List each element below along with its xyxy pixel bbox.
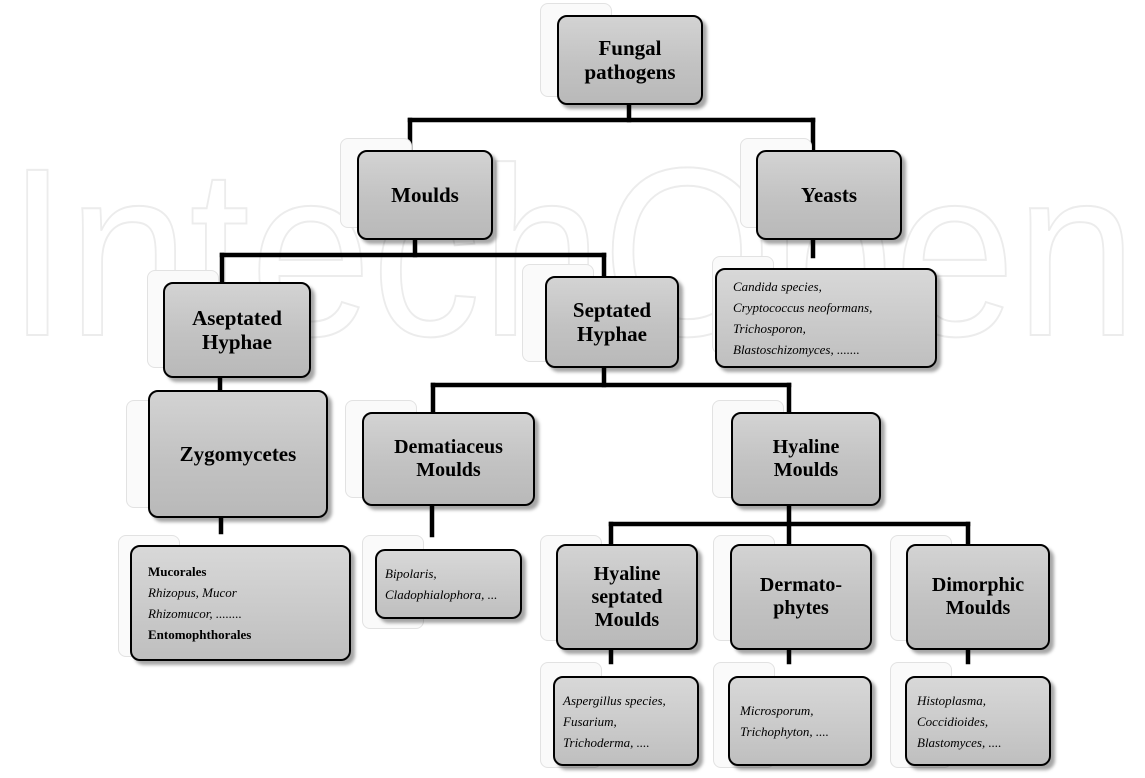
node-zygomycetes: Zygomycetes — [148, 390, 328, 518]
node-moulds: Moulds — [357, 150, 493, 240]
node-dimorphic-species: Histoplasma, Coccidioides, Blastomyces, … — [905, 676, 1051, 766]
species-line: Coccidioides, — [917, 713, 989, 729]
node-dermatophytes: Dermato- phytes — [730, 544, 872, 650]
node-dematiaceous-moulds: Dematiaceus Moulds — [362, 412, 535, 506]
species-line: Mucorales — [148, 564, 207, 579]
species-line: Microsporum, — [740, 703, 814, 718]
node-fungal-pathogens: Fungal pathogens — [557, 15, 703, 105]
species-line: Rhizopus, Mucor — [148, 585, 237, 600]
species-line: Cryptococcus neoformans, — [733, 300, 873, 315]
species-line: Rhizomucor, ........ — [148, 606, 242, 621]
species-line: Blastomyces, .... — [917, 734, 1002, 750]
node-aseptated-hyphae: Aseptated Hyphae — [163, 282, 311, 378]
node-dermatophytes-species: Microsporum, Trichophyton, .... — [728, 676, 872, 766]
node-septated-hyphae: Septated Hyphae — [545, 276, 679, 368]
node-yeasts: Yeasts — [756, 150, 902, 240]
species-line: Bipolaris, — [385, 566, 437, 581]
species-line: Blastoschizomyces, ....... — [733, 342, 860, 357]
species-line: Cladophialophora, ... — [385, 587, 498, 602]
species-line: Trichophyton, .... — [740, 724, 829, 739]
species-line: Aspergillus species, — [563, 692, 666, 708]
node-zygomycetes-species: Mucorales Rhizopus, Mucor Rhizomucor, ..… — [130, 545, 351, 661]
species-line: Trichosporon, — [733, 321, 806, 336]
node-yeast-species: Candida species, Cryptococcus neoformans… — [715, 268, 937, 368]
species-line: Candida species, — [733, 279, 822, 294]
node-dematiaceous-species: Bipolaris, Cladophialophora, ... — [375, 549, 522, 619]
node-hyaline-moulds: Hyaline Moulds — [731, 412, 881, 506]
species-line: Trichoderma, .... — [563, 734, 650, 750]
species-line: Fusarium, — [563, 713, 617, 729]
node-hyaline-septated-moulds: Hyaline septated Moulds — [556, 544, 698, 650]
species-line: Entomophthorales — [148, 627, 252, 642]
node-hyaline-septated-species: Aspergillus species, Fusarium, Trichoder… — [553, 676, 699, 766]
species-line: Histoplasma, — [917, 692, 986, 708]
node-dimorphic-moulds: Dimorphic Moulds — [906, 544, 1050, 650]
